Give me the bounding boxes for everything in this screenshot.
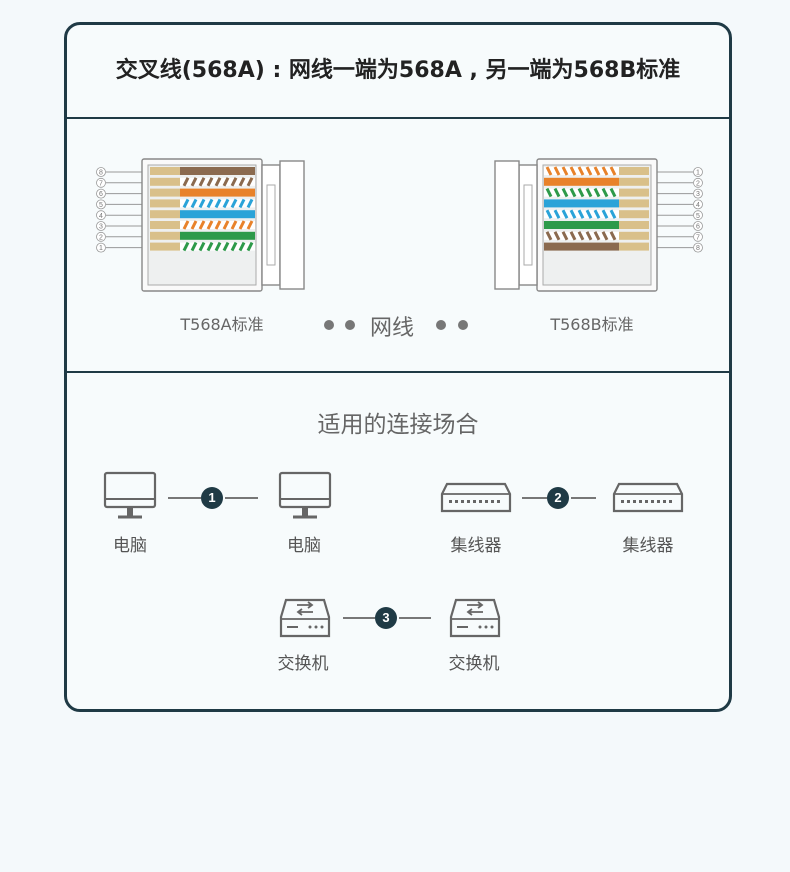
pair2-badge: 2: [547, 487, 569, 509]
connector-line: [399, 617, 431, 619]
crossover-card: 交叉线(568A) : 网线一端为568A , 另一端为568B标准 8 7 6 5 4…: [64, 22, 732, 712]
pair1-badge: 1: [201, 487, 223, 509]
pin-number-6: [693, 221, 703, 231]
pin-number-5: [96, 199, 106, 210]
pin-number-3: [96, 221, 106, 231]
svg-text:1: 1: [696, 170, 700, 177]
pair3-left-label: 交换机: [277, 654, 329, 674]
t568a-connector-diagram: 8 7 6 5 4 3 2 1: [96, 158, 305, 292]
wiring-section: 8 7 6 5 4 3 2 1 T568A标准 网线 1 2 3 4 5 6 7 8 T568B标准: [67, 119, 729, 373]
wire-2: [180, 231, 255, 240]
card-title: 交叉线(568A) : 网线一端为568A , 另一端为568B标准: [67, 25, 729, 119]
wire-2: [544, 177, 619, 186]
switch-icon: [279, 598, 331, 638]
wire-8: [180, 167, 255, 175]
hub-icon: [440, 482, 512, 513]
connector-line: [225, 497, 258, 499]
connector-line: [571, 497, 596, 499]
svg-text:8: 8: [99, 170, 103, 177]
svg-text:3: 3: [99, 224, 103, 231]
pin-number-1: [693, 167, 703, 177]
wire-8: [544, 242, 619, 251]
pair3-right-label: 交换机: [448, 654, 500, 674]
dot-icon: [436, 320, 446, 330]
svg-text:6: 6: [696, 224, 700, 231]
svg-text:3: 3: [696, 191, 700, 198]
pin-number-8: [96, 167, 106, 177]
switch-icon: [449, 598, 501, 638]
connector-line: [343, 617, 375, 619]
pair2-right-label: 集线器: [622, 536, 674, 556]
pin-number-2: [693, 177, 703, 188]
pair1-left-label: 电脑: [113, 536, 147, 556]
dot-icon: [458, 320, 468, 330]
wire-6: [544, 221, 619, 229]
pin-number-2: [96, 231, 106, 242]
pin-number-7: [693, 231, 703, 242]
usage-title: 适用的连接场合: [317, 412, 479, 438]
pin-number-1: [96, 242, 106, 253]
svg-text:5: 5: [696, 213, 700, 220]
wire-4: [180, 210, 255, 219]
connector-line: [522, 497, 547, 499]
svg-text:4: 4: [99, 213, 103, 220]
svg-text:1: 1: [99, 245, 103, 252]
connector-line: [168, 497, 201, 499]
t568b-label: T568B标准: [550, 315, 634, 334]
pair1-right-label: 电脑: [287, 536, 321, 556]
svg-text:5: 5: [99, 202, 103, 209]
dots-left: [324, 320, 334, 330]
pin-number-4: [693, 199, 703, 210]
cable-label: 网线: [370, 316, 415, 341]
wire-4: [544, 199, 619, 208]
svg-text:7: 7: [696, 234, 700, 241]
svg-text:7: 7: [99, 180, 103, 187]
svg-text:2: 2: [99, 234, 103, 241]
dot-icon: [345, 320, 355, 330]
svg-text:8: 8: [696, 245, 700, 252]
pair2-left-label: 集线器: [450, 536, 502, 556]
monitor-icon: [278, 471, 332, 519]
svg-text:4: 4: [696, 202, 700, 209]
t568b-connector-diagram: 1 2 3 4 5 6 7 8: [494, 158, 703, 292]
svg-text:2: 2: [696, 180, 700, 187]
pin-number-7: [96, 177, 106, 188]
monitor-icon: [103, 471, 157, 519]
t568a-label: T568A标准: [180, 315, 264, 334]
hub-icon: [612, 482, 684, 513]
pin-number-3: [693, 188, 703, 199]
wire-6: [180, 188, 255, 197]
pin-number-5: [693, 210, 703, 221]
pin-number-4: [96, 210, 106, 221]
usage-section: 适用的连接场合 电脑 1 电脑: [67, 373, 729, 709]
svg-text:6: 6: [99, 191, 103, 198]
pair3-badge: 3: [375, 607, 397, 629]
pin-number-8: [693, 242, 703, 253]
pin-number-6: [96, 188, 106, 199]
